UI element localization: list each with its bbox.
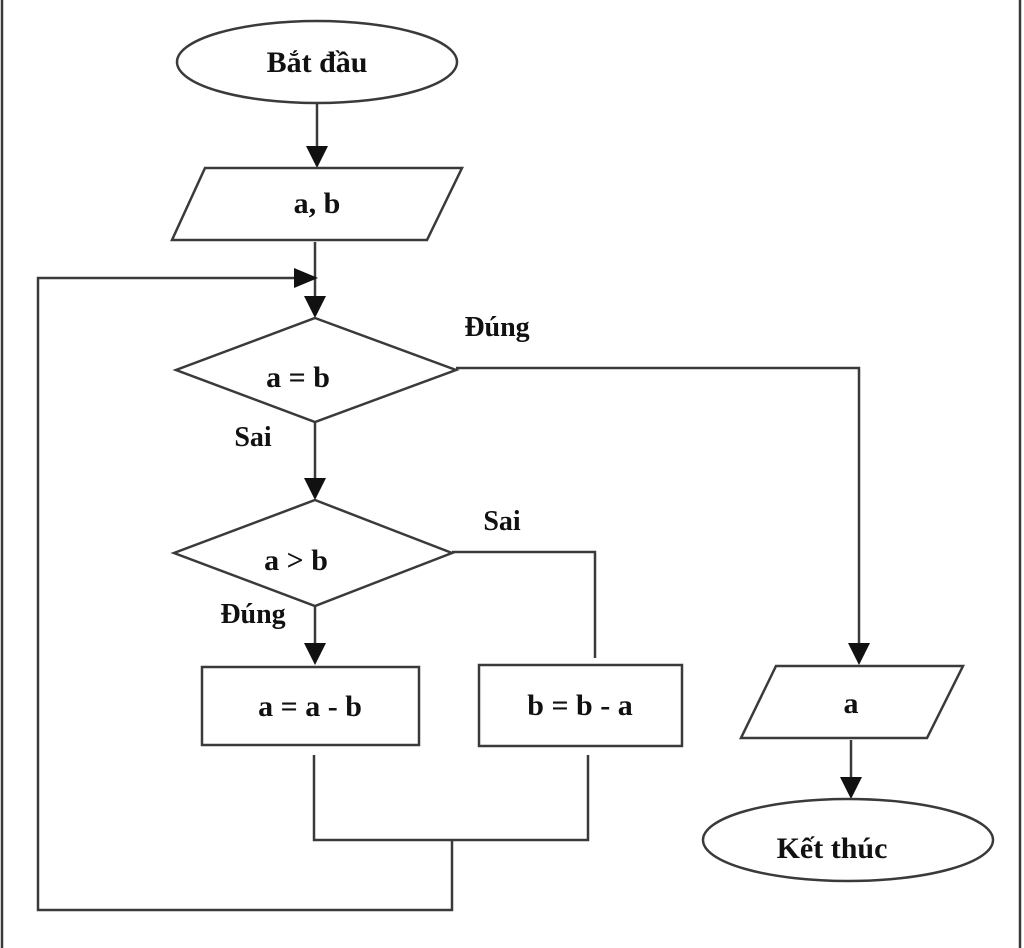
- start-terminal: [175, 19, 459, 105]
- end-terminal: [701, 797, 995, 883]
- connectors: [36, 104, 861, 912]
- input-parallelogram: [170, 166, 464, 242]
- start-label: Bắt đầu: [267, 46, 368, 79]
- arrowhead-end: [840, 777, 862, 799]
- connector-loop-back: [36, 276, 454, 912]
- output-label: a: [844, 687, 859, 720]
- edge-label-equal-true: Đúng: [464, 312, 529, 343]
- arrowheads: [294, 146, 870, 799]
- arrowhead-step-a: [304, 643, 326, 665]
- output-parallelogram: [739, 664, 966, 740]
- connector-cond-equal-true-to-output: [456, 366, 861, 645]
- cond-greater-label: a > b: [264, 544, 328, 577]
- connector-cond-greater-false-to-step-b: [452, 550, 597, 658]
- process-a-minus-b: [200, 665, 421, 747]
- edge-label-equal-false: Sai: [234, 422, 272, 453]
- arrowhead-cond-equal: [304, 296, 326, 318]
- step-b-label: b = b - a: [527, 689, 632, 722]
- cond-equal-label: a = b: [266, 361, 330, 394]
- input-label: a, b: [294, 187, 341, 220]
- decision-a-greater-b: [170, 498, 456, 608]
- decision-a-equals-b: [172, 316, 460, 424]
- arrowhead-cond-greater: [304, 478, 326, 500]
- end-label: Kết thúc: [777, 832, 888, 865]
- step-a-label: a = a - b: [258, 690, 362, 723]
- arrowhead-output: [848, 643, 870, 665]
- process-b-minus-a: [477, 663, 684, 748]
- arrowhead-input: [306, 146, 328, 168]
- edge-label-greater-true: Đúng: [220, 599, 285, 630]
- arrowhead-loop-return: [294, 268, 318, 288]
- edge-label-greater-false: Sai: [483, 506, 521, 537]
- connector-merge-steps: [312, 755, 590, 842]
